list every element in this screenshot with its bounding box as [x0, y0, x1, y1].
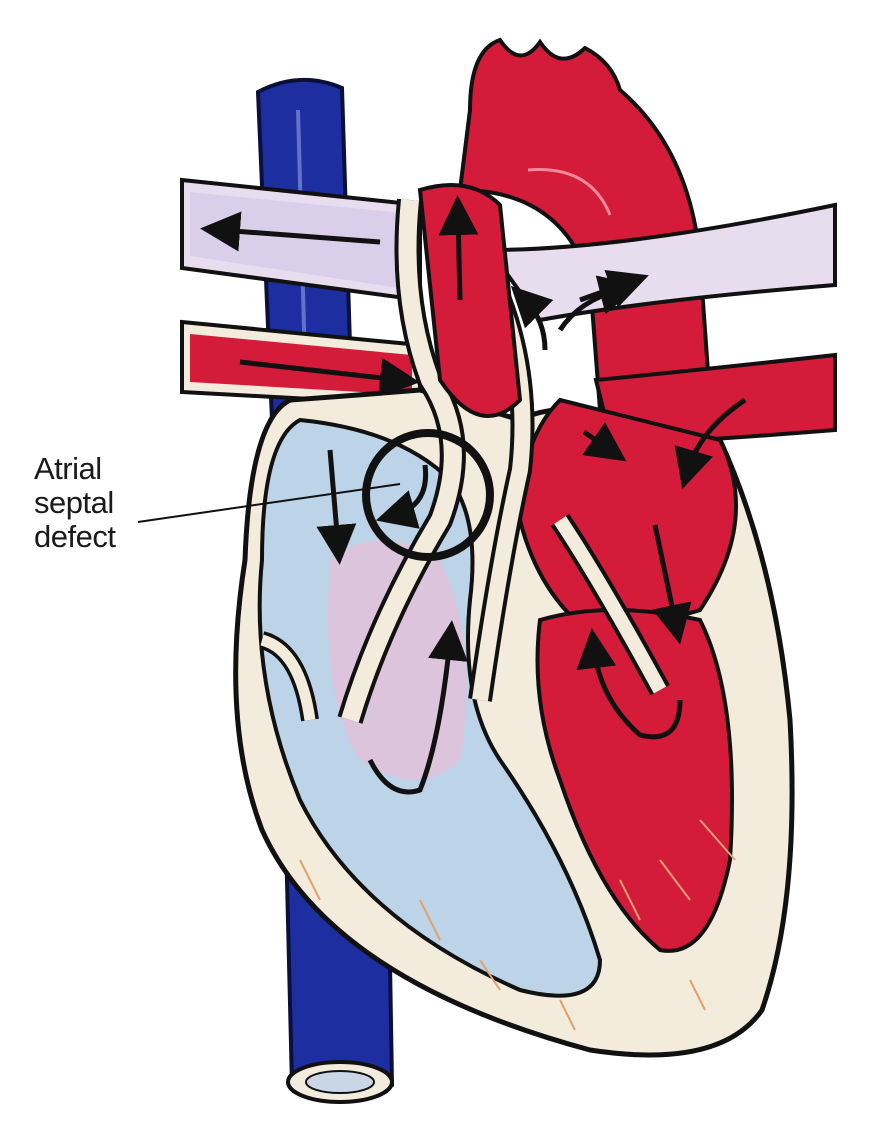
label-line-2: septal [34, 486, 115, 520]
defect-label: Atrial septal defect [34, 452, 115, 554]
label-line-1: Atrial [34, 452, 115, 486]
label-line-3: defect [34, 520, 115, 554]
arrow-icon [458, 215, 460, 300]
